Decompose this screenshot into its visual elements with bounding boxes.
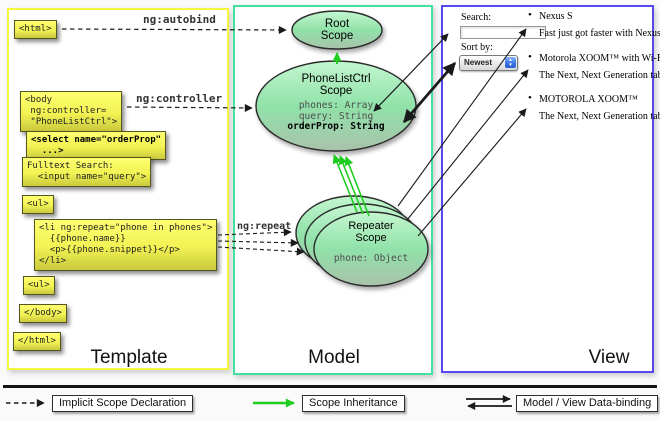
search-label: Search:: [461, 12, 491, 23]
phone-list-item: Motorola XOOM™ with Wi-Fi The Next, Next…: [528, 52, 660, 81]
stepper-down-icon: ▼: [508, 61, 513, 67]
search-input[interactable]: [460, 26, 546, 39]
phone-title: Motorola XOOM™ with Wi-Fi: [528, 52, 660, 64]
code-ul-close: <ul>: [23, 276, 55, 295]
dropdown-stepper-icon: ▲ ▼: [505, 57, 516, 68]
ng-autobind-label: ng:autobind: [143, 13, 216, 26]
phone-title: MOTOROLA XOOM™: [528, 93, 660, 105]
repeater-prop-phone: phone: Object: [333, 253, 409, 264]
legend-scope-inheritance-box: Scope Inheritance: [302, 395, 405, 412]
code-html-close: </html>: [13, 332, 61, 351]
phone-desc: Fast just got faster with Nexus S.: [539, 28, 660, 39]
model-panel-label: Model: [308, 347, 360, 368]
code-body-open: <body ng:controller= "PhoneListCtrl">: [20, 91, 123, 132]
phone-list-item: Nexus S Fast just got faster with Nexus …: [528, 10, 660, 39]
phonelistctrl-scope-title: PhoneListCtrl Scope: [301, 73, 371, 97]
model-panel: [233, 5, 433, 375]
code-ul-open: <ul>: [22, 195, 54, 214]
code-select: <select name="orderProp" ...>: [26, 131, 167, 160]
code-body-close: </body>: [19, 304, 67, 323]
code-html-open: <html>: [14, 20, 57, 39]
code-li-repeat: <li ng:repeat="phone in phones"> {{phone…: [34, 219, 218, 271]
repeater-scope-title: Repeater Scope: [348, 220, 394, 244]
sort-dropdown-value: Newest: [464, 58, 493, 67]
template-panel-label: Template: [90, 347, 168, 368]
phonelistctrl-prop-orderprop: orderProp: String: [287, 121, 385, 132]
legend-divider: [3, 385, 657, 388]
ng-repeat-label: ng:repeat: [237, 221, 292, 232]
sort-dropdown[interactable]: Newest ▲ ▼: [459, 55, 518, 71]
legend-implicit-scope-box: Implicit Scope Declaration: [52, 395, 194, 412]
phone-desc: The Next, Next Generation tablet.: [539, 111, 660, 122]
sort-by-label: Sort by:: [461, 42, 493, 53]
phone-desc: The Next, Next Generation tablet.: [539, 70, 660, 81]
phonelistctrl-prop-phones: phones: Array: [298, 100, 374, 111]
ng-controller-label: ng:controller: [136, 92, 223, 105]
code-fulltext-search: Fulltext Search: <input name="query">: [22, 157, 152, 187]
legend-databinding-box: Model / View Data-binding: [516, 395, 659, 412]
view-panel-label: View: [588, 347, 630, 368]
root-scope-title: Root Scope: [320, 18, 354, 42]
phone-title: Nexus S: [528, 10, 660, 22]
phone-list-item: MOTOROLA XOOM™ The Next, Next Generation…: [528, 93, 660, 122]
